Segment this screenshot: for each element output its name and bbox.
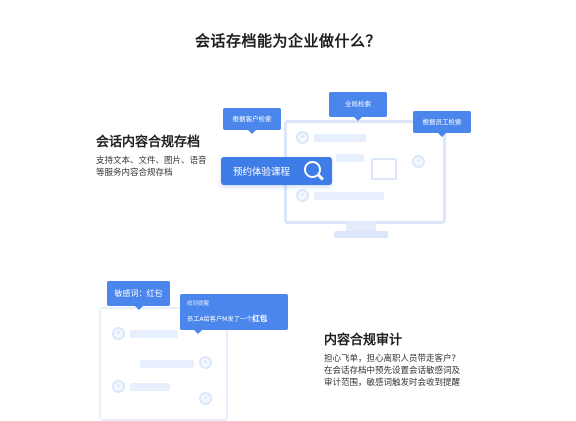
audit-desc-line: 审计范围，敏感词触发时会收到提醒	[324, 378, 461, 388]
chat-line	[130, 330, 178, 338]
book-course-button[interactable]: 预约体验课程	[221, 157, 332, 185]
alert-text-prefix: 员工A给客户M发了一个	[187, 316, 253, 323]
search-by-employee-tag: 根据员工检索	[413, 111, 471, 137]
chat-avatar-icon	[296, 189, 309, 202]
archive-section-desc: 支持文本、文件、图片、语音 等服务内容合规存档	[96, 155, 207, 179]
chat-avatar-icon	[412, 155, 425, 168]
alert-notification: 收到提醒 员工A给客户M发了一个红包	[180, 294, 288, 334]
archive-desc-line: 等服务内容合规存档	[96, 168, 173, 178]
chat-avatar-icon	[199, 392, 212, 405]
audit-desc-line: 在会话存档中预先设置会话敏感词及	[324, 366, 461, 376]
alert-keyword: 红包	[252, 314, 268, 323]
chat-avatar-icon	[199, 356, 212, 369]
image-message-icon	[371, 158, 397, 180]
search-icon	[304, 161, 321, 178]
chat-line	[140, 360, 194, 368]
chat-avatar-icon	[112, 327, 125, 340]
sensitive-word-tag: 敏感词：红包	[107, 281, 170, 310]
archive-desc-line: 支持文本、文件、图片、语音	[96, 156, 207, 166]
monitor-neck	[346, 221, 376, 231]
chat-line	[314, 134, 366, 142]
chat-avatar-icon	[296, 131, 309, 144]
book-course-button-label: 预约体验课程	[233, 167, 291, 178]
alert-caption: 收到提醒	[187, 301, 210, 307]
archive-section-title: 会话内容合规存档	[96, 135, 201, 150]
search-by-customer-tag: 根据客户检索	[223, 108, 281, 134]
audit-section-desc: 担心飞单，担心离职人员带走客户? 在会话存档中预先设置会话敏感词及 审计范围，敏…	[324, 353, 460, 389]
chat-line	[336, 154, 364, 162]
chat-line	[130, 383, 170, 391]
chat-avatar-icon	[112, 380, 125, 393]
audit-section-title: 内容合规审计	[324, 333, 403, 348]
audit-desc-line: 担心飞单，担心离职人员带走客户?	[324, 354, 457, 364]
page-title: 会话存档能为企业做什么？	[194, 32, 381, 50]
alert-text: 员工A给客户M发了一个红包	[187, 313, 267, 324]
monitor-base	[334, 231, 388, 238]
global-search-tag: 全局检索	[329, 92, 387, 121]
chat-line	[314, 192, 384, 200]
